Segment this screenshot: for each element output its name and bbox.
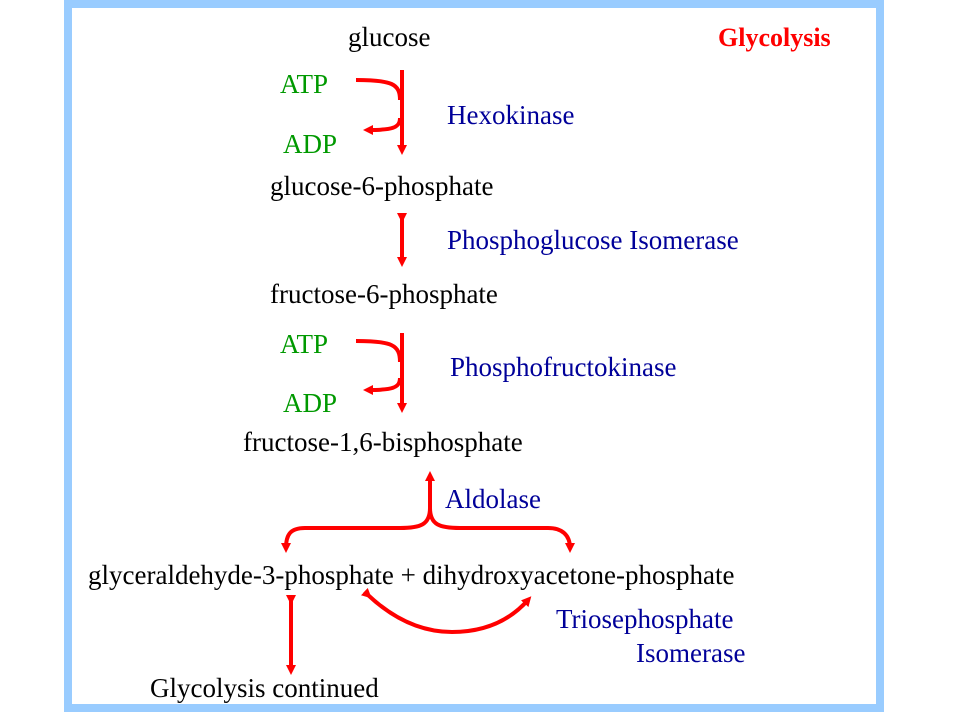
atp-label: ATP	[280, 69, 328, 99]
glycolysis-continued-label: Glycolysis continued	[150, 673, 379, 703]
hexokinase-label: Hexokinase	[447, 100, 574, 130]
aldolase-split-arrow	[281, 471, 575, 553]
fructose-bisphosphate-label: fructose-1,6-bisphosphate	[243, 427, 523, 457]
hexokinase-arrow	[355, 70, 407, 155]
glucose-label: glucose	[348, 22, 430, 52]
triose-phosphates-label: glyceraldehyde-3-phosphate + dihydroxyac…	[88, 560, 735, 590]
adp-label: ADP	[283, 388, 337, 418]
triosephosphate-isomerase-arrow	[360, 587, 532, 635]
diagram-title: Glycolysis	[718, 23, 831, 52]
phosphofructokinase-arrow	[355, 333, 407, 413]
fructose-6-phosphate-label: fructose-6-phosphate	[270, 279, 498, 309]
atp-label: ATP	[280, 329, 328, 359]
adp-label: ADP	[283, 129, 337, 159]
phosphoglucose-isomerase-label: Phosphoglucose Isomerase	[447, 225, 739, 255]
triosephosphate-isomerase-label-line2: Isomerase	[636, 638, 745, 668]
phosphofructokinase-label: Phosphofructokinase	[450, 352, 676, 382]
triosephosphate-isomerase-label-line1: Triosephosphate	[556, 604, 734, 634]
glucose-6-phosphate-label: glucose-6-phosphate	[270, 171, 493, 201]
aldolase-label: Aldolase	[445, 484, 541, 514]
